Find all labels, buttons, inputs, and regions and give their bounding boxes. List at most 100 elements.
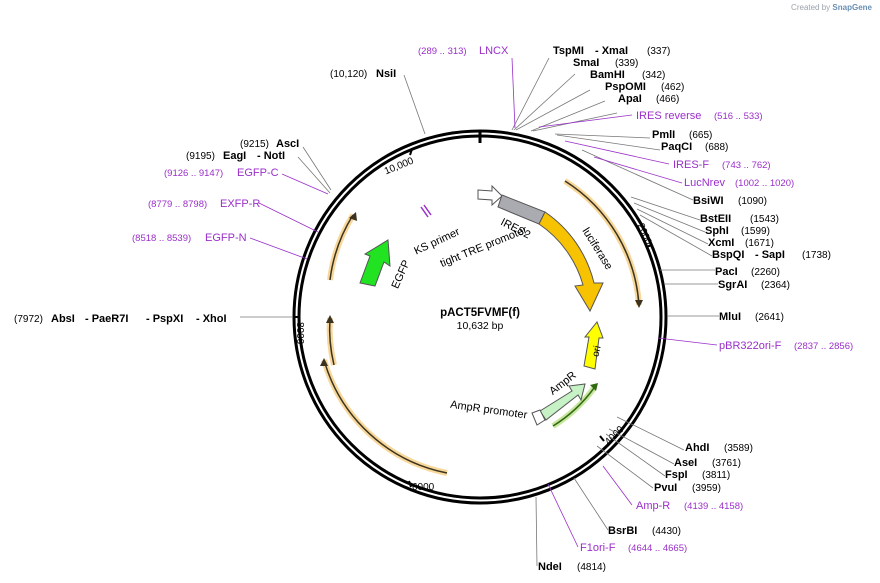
svg-text:(4139 .. 4158): (4139 .. 4158) xyxy=(684,501,743,512)
tick-10000: 10,000 xyxy=(383,155,416,177)
primer-lncx: LNCX xyxy=(479,45,509,57)
enzyme-labels: TspMI - XmaI (337) SmaI (339) BamHI (342… xyxy=(14,45,831,573)
svg-text:(516 .. 533): (516 .. 533) xyxy=(714,111,763,122)
svg-text:(9195): (9195) xyxy=(186,151,215,162)
enzyme-bsiwi: BsiWI xyxy=(693,195,724,207)
orf-arcs xyxy=(320,178,643,476)
enzyme-sapi: - SapI xyxy=(755,249,785,261)
svg-text:(1599): (1599) xyxy=(741,226,770,237)
svg-text:(3761): (3761) xyxy=(712,458,741,469)
enzyme-ndei: NdeI xyxy=(538,561,562,573)
feature-ori: ori xyxy=(591,345,604,358)
svg-text:(2364): (2364) xyxy=(761,280,790,291)
enzyme-mlui: MluI xyxy=(719,311,741,323)
tick-6000: 6000 xyxy=(412,482,435,493)
primer-ires-reverse: IRES reverse xyxy=(636,110,701,122)
enzyme-fspi: FspI xyxy=(665,469,688,481)
svg-text:(1090): (1090) xyxy=(738,196,767,207)
enzyme-absi: AbsI xyxy=(51,313,75,325)
enzyme-tspmi: TspMI xyxy=(553,45,584,57)
svg-text:(688): (688) xyxy=(705,142,728,153)
svg-text:(7972): (7972) xyxy=(14,314,43,325)
svg-text:(4814): (4814) xyxy=(577,562,606,573)
svg-text:(3959): (3959) xyxy=(692,483,721,494)
svg-text:(4430): (4430) xyxy=(652,526,681,537)
ks-primer-site xyxy=(420,206,429,218)
svg-text:(8779 .. 8798): (8779 .. 8798) xyxy=(148,199,207,210)
enzyme-sgrai: SgrAI xyxy=(718,279,747,291)
svg-text:(3811): (3811) xyxy=(702,470,730,481)
primer-labels: (289 .. 313) LNCX IRES reverse (516 .. 5… xyxy=(132,45,853,554)
svg-text:(1002 .. 1020): (1002 .. 1020) xyxy=(735,178,794,189)
svg-text:(3589): (3589) xyxy=(724,443,753,454)
enzyme-pmli: PmlI xyxy=(652,129,675,141)
snapgene-logo: SnapGene xyxy=(832,3,872,12)
enzyme-xmai: - XmaI xyxy=(595,45,628,57)
svg-text:(9126 .. 9147): (9126 .. 9147) xyxy=(164,168,223,179)
enzyme-paci: PacI xyxy=(715,266,738,278)
svg-text:(1671): (1671) xyxy=(745,238,774,249)
enzyme-bspqi: BspQI xyxy=(712,249,744,261)
enzyme-smai: SmaI xyxy=(573,57,599,69)
primer-amp-r: Amp-R xyxy=(636,500,670,512)
feature-ampr-promoter: AmpR promoter xyxy=(449,399,528,422)
svg-text:(665): (665) xyxy=(689,130,712,141)
ks-primer-arrow xyxy=(477,184,503,207)
svg-text:(462): (462) xyxy=(661,82,684,93)
enzyme-pspxi: - PspXI xyxy=(146,313,183,325)
primer-ires-f: IRES-F xyxy=(673,159,709,171)
enzyme-bsteii: BstEII xyxy=(700,213,731,225)
egfp-arrow xyxy=(359,239,391,287)
primer-lucnrev: LucNrev xyxy=(684,177,725,189)
feature-egfp: EGFP xyxy=(390,258,413,290)
svg-text:(4644 .. 4665): (4644 .. 4665) xyxy=(628,543,687,554)
enzyme-asei: AseI xyxy=(674,457,697,469)
svg-text:(2641): (2641) xyxy=(755,312,784,323)
svg-text:(342): (342) xyxy=(642,70,665,81)
svg-text:(2837 .. 2856): (2837 .. 2856) xyxy=(794,341,853,352)
ori-arrow xyxy=(583,321,604,370)
primer-pbr322ori-f: pBR322ori-F xyxy=(719,340,782,352)
svg-text:(339): (339) xyxy=(615,58,638,69)
ampr-arrow xyxy=(539,383,586,421)
enzyme-apai: ApaI xyxy=(618,93,642,105)
plasmid-size: 10,632 bp xyxy=(457,320,504,332)
tick-2000: 2000 xyxy=(635,222,654,247)
enzyme-noti: - NotI xyxy=(257,150,285,162)
primer-f1ori-f: F1ori-F xyxy=(580,542,616,554)
primer-egfp-n: EGFP-N xyxy=(205,232,247,244)
svg-text:(2260): (2260) xyxy=(751,267,780,278)
enzyme-paer7i: - PaeR7I xyxy=(85,313,128,325)
enzyme-eagi: EagI xyxy=(223,150,246,162)
ampr-promoter-arrow xyxy=(531,409,546,426)
feature-arrows xyxy=(359,184,604,426)
enzyme-tspmi-pos: (337) xyxy=(647,46,670,57)
enzyme-paqci: PaqCI xyxy=(661,141,692,153)
orf-arc-egfp xyxy=(327,213,356,281)
svg-text:(289 .. 313): (289 .. 313) xyxy=(418,46,467,57)
enzyme-pvui: PvuI xyxy=(654,482,677,494)
plasmid-name: pACT5FVMF(f) xyxy=(440,307,520,319)
primer-exfp-r: EXFP-R xyxy=(220,198,260,210)
svg-text:(1543): (1543) xyxy=(750,214,779,225)
snapgene-credit: Created by SnapGene xyxy=(791,3,872,12)
enzyme-bamhi: BamHI xyxy=(590,69,625,81)
enzyme-ahdi: AhdI xyxy=(685,442,709,454)
luciferase-arrow xyxy=(538,211,604,313)
enzyme-nsii-pos: (10,120) xyxy=(330,69,367,80)
svg-text:(8518 .. 8539): (8518 .. 8539) xyxy=(132,233,191,244)
svg-text:(466): (466) xyxy=(656,94,679,105)
enzyme-asci: AscI xyxy=(276,138,299,150)
enzyme-nsii: NsiI xyxy=(376,68,396,80)
enzyme-pspomi: PspOMI xyxy=(605,81,646,93)
orf-arc-3 xyxy=(321,359,448,476)
svg-text:(1738): (1738) xyxy=(802,250,831,261)
tick-8000: 8000 xyxy=(294,322,305,345)
enzyme-xhoi: - XhoI xyxy=(196,313,227,325)
primer-egfp-c: EGFP-C xyxy=(237,167,279,179)
svg-text:(743 .. 762): (743 .. 762) xyxy=(722,160,771,171)
svg-text:(9215): (9215) xyxy=(240,139,269,150)
enzyme-sphi: SphI xyxy=(705,225,729,237)
enzyme-bsrbi: BsrBI xyxy=(608,525,637,537)
